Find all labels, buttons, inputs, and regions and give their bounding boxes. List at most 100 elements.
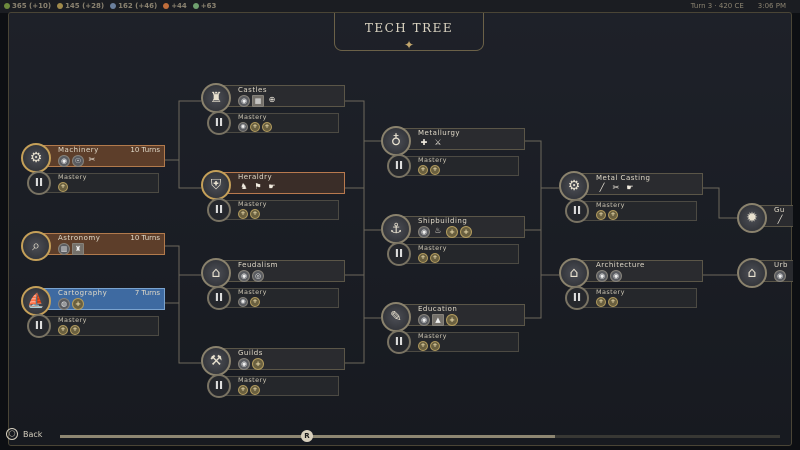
title-frame (334, 13, 484, 51)
plus-icon[interactable]: + (418, 165, 428, 175)
unlock-icon[interactable]: ◉ (418, 226, 430, 238)
tech-feudalism[interactable]: ⌂ Feudalism ◉ ◎ II Mastery ◉ + (201, 258, 347, 310)
mastery-metallurgy[interactable]: II Mastery + + (387, 154, 521, 178)
unlock-icon[interactable]: ☛ (626, 183, 634, 192)
unlock-icon[interactable]: ✚ (420, 138, 428, 147)
mastery-label: Mastery (58, 316, 87, 324)
horizontal-scrollbar[interactable]: R (60, 430, 780, 442)
plus-icon[interactable]: + (72, 298, 84, 310)
mastery-shipbuilding[interactable]: II Mastery + + (387, 242, 521, 266)
scroll-knob[interactable]: R (301, 430, 313, 442)
plus-icon[interactable]: + (238, 385, 248, 395)
book-icon: ✎ (381, 302, 411, 332)
unlock-icon[interactable]: ◉ (596, 270, 608, 282)
dome-icon: ⌂ (559, 258, 589, 288)
tech-guilds[interactable]: ⚒ Guilds ◉ + II Mastery + + (201, 346, 347, 398)
plus-icon[interactable]: + (596, 210, 606, 220)
back-button[interactable]: ◯ Back (6, 428, 42, 440)
plus-icon[interactable]: + (596, 297, 606, 307)
clock: 3:06 PM (757, 2, 786, 10)
tech-metallurgy[interactable]: ♁ Metallurgy ✚ ⚔ II Mastery + + (381, 126, 527, 178)
tech-astronomy[interactable]: ⌕ Astronomy 10 Turns ▥ ♜ (21, 231, 167, 283)
mastery-heraldry[interactable]: II Mastery + + (207, 198, 341, 222)
unlock-icon[interactable]: ◍ (58, 298, 70, 310)
mastery-architecture[interactable]: II Mastery + + (565, 286, 699, 310)
plus-icon[interactable]: + (430, 165, 440, 175)
unlock-icon[interactable]: ◉ (238, 122, 248, 132)
tech-name: Metallurgy (418, 129, 461, 137)
unlock-icon[interactable]: ◉ (58, 155, 70, 167)
tech-metal-casting[interactable]: ⚙ Metal Casting ╱ ✂ ☛ II Mastery + + (559, 171, 705, 223)
plus-icon[interactable]: + (460, 226, 472, 238)
mastery-machinery[interactable]: II Mastery + (27, 171, 161, 195)
unlock-icon[interactable]: ⚔ (434, 138, 442, 147)
resource-bar: 365 (+10) 145 (+28) 162 (+46) +44 +63 (4, 2, 216, 10)
unlock-icon[interactable]: ◉ (238, 270, 250, 282)
plus-icon[interactable]: + (608, 297, 618, 307)
castle-icon: ♜ (201, 83, 231, 113)
turn-indicator: Turn 3 · 420 CE (690, 2, 744, 10)
plus-icon[interactable]: + (430, 341, 440, 351)
unlock-icon[interactable]: ◉ (238, 297, 248, 307)
tech-machinery[interactable]: ⚙ Machinery 10 Turns ◉ ☉ ✂ II Mastery + (21, 143, 167, 195)
plus-icon[interactable]: + (262, 122, 272, 132)
mastery-metal-casting[interactable]: II Mastery + + (565, 199, 699, 223)
tech-heraldry[interactable]: ⛨ Heraldry ♞ ⚑ ☛ II Mastery + + (201, 170, 347, 222)
plus-icon[interactable]: + (418, 253, 428, 263)
tech-castles[interactable]: ♜ Castles ◉ ▦ ⊕ II Mastery ◉ + + (201, 83, 347, 135)
plus-icon[interactable]: + (446, 314, 458, 326)
tech-cartography[interactable]: ⛵ Cartography 7 Turns ◍ + II Mastery + + (21, 286, 167, 338)
mastery-label: Mastery (596, 288, 625, 296)
unlock-icon[interactable]: ♜ (72, 243, 84, 255)
plus-icon[interactable]: + (70, 325, 80, 335)
unlock-icon[interactable]: ♨ (434, 226, 442, 235)
unlock-icon[interactable]: ◉ (418, 314, 430, 326)
tech-education[interactable]: ✎ Education ◉ ▲ + II Mastery + + (381, 302, 527, 354)
plus-icon[interactable]: + (430, 253, 440, 263)
tech-gunpowder[interactable]: ✹ Gu ╱ (737, 203, 793, 255)
unlock-icon[interactable]: ✂ (612, 183, 620, 192)
unlock-icon[interactable]: ╱ (599, 183, 605, 192)
mastery-label: Mastery (238, 113, 267, 121)
plus-icon[interactable]: + (238, 209, 248, 219)
tech-architecture[interactable]: ⌂ Architecture ◉ ◉ II Mastery + + (559, 258, 705, 310)
unlock-icon[interactable]: ◉ (238, 358, 250, 370)
unlock-icon[interactable]: ☛ (268, 182, 276, 191)
plus-icon[interactable]: + (446, 226, 458, 238)
unlock-icon[interactable]: ◉ (238, 95, 250, 107)
gears-icon: ⚙ (559, 171, 589, 201)
plus-icon[interactable]: + (252, 358, 264, 370)
mastery-education[interactable]: II Mastery + + (387, 330, 521, 354)
plus-icon[interactable]: + (250, 297, 260, 307)
mastery-cartography[interactable]: II Mastery + + (27, 314, 161, 338)
plus-icon[interactable]: + (250, 122, 260, 132)
tech-name: Urb (774, 261, 788, 269)
unlock-icon[interactable]: ✂ (88, 155, 96, 164)
unlock-icon[interactable]: ⊕ (268, 95, 276, 104)
unlock-icon[interactable]: ▥ (58, 243, 70, 255)
mastery-feudalism[interactable]: II Mastery ◉ + (207, 286, 341, 310)
mastery-guilds[interactable]: II Mastery + + (207, 374, 341, 398)
mastery-icon: II (207, 286, 231, 310)
tech-shipbuilding[interactable]: ⚓ Shipbuilding ◉ ♨ + + II Mastery + + (381, 214, 527, 266)
unlock-icon[interactable]: ♞ (240, 182, 248, 191)
plus-icon[interactable]: + (250, 385, 260, 395)
unlock-icon[interactable]: ⚑ (254, 182, 262, 191)
unlock-icon[interactable]: ◉ (610, 270, 622, 282)
unlock-icon[interactable]: ▦ (252, 95, 264, 107)
mastery-castles[interactable]: II Mastery ◉ + + (207, 111, 341, 135)
unlock-icon[interactable]: ☉ (72, 155, 84, 167)
plus-icon[interactable]: + (608, 210, 618, 220)
unlock-icon[interactable]: ◎ (252, 270, 264, 282)
plus-icon[interactable]: + (418, 341, 428, 351)
plus-icon[interactable]: + (58, 182, 68, 192)
tech-urban[interactable]: ⌂ Urb ◉ (737, 258, 793, 310)
plus-icon[interactable]: + (250, 209, 260, 219)
plus-icon[interactable]: + (58, 325, 68, 335)
tech-name: Heraldry (238, 173, 273, 181)
unlock-icon[interactable]: ▲ (432, 314, 444, 326)
mastery-icon: II (387, 154, 411, 178)
unlock-icon[interactable]: ╱ (777, 215, 783, 224)
resource-production: 145 (+28) (57, 2, 104, 10)
unlock-icon[interactable]: ◉ (774, 270, 786, 282)
